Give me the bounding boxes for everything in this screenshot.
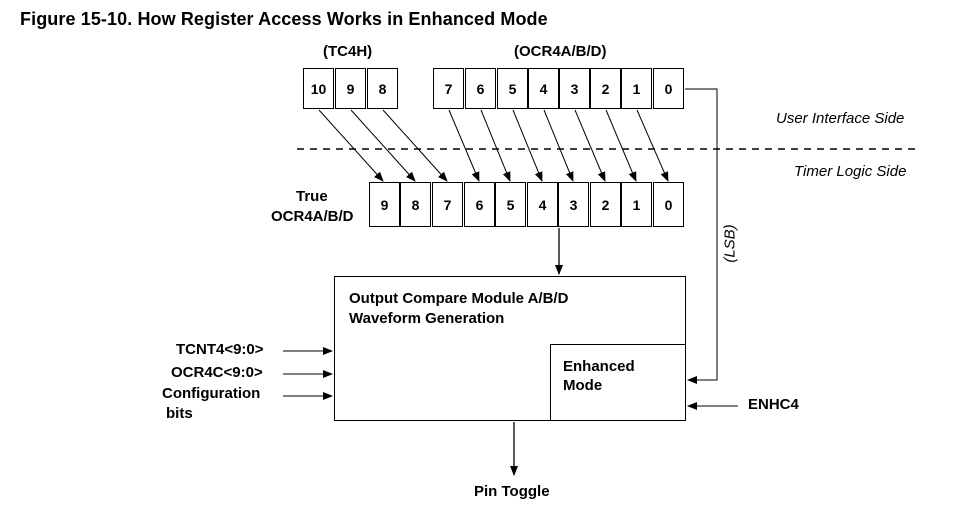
wire-bit10 — [318, 109, 384, 182]
lsb-wire — [685, 88, 718, 384]
ocr4c-input-label: OCR4C<9:0> — [171, 364, 263, 381]
module-title-line1: Output Compare Module A/B/D — [349, 290, 569, 307]
true-bit-3: 3 — [558, 182, 589, 227]
tc4h-bit-9: 9 — [335, 68, 366, 109]
true-bit-0: 0 — [653, 182, 684, 227]
true-reg-label-line1: True — [296, 188, 328, 205]
enhanced-mode-line1: Enhanced — [563, 358, 635, 375]
user-side-label: User Interface Side — [776, 110, 905, 127]
wire-bit6 — [480, 109, 511, 182]
tc4h-label: (TC4H) — [323, 43, 373, 60]
config-input-label-line2: bits — [166, 405, 193, 422]
wire-bit8 — [382, 109, 448, 182]
true-bit-8: 8 — [400, 182, 431, 227]
true-bit-6: 6 — [464, 182, 495, 227]
ocr-bit-4: 4 — [528, 68, 559, 109]
true-bit-1: 1 — [621, 182, 652, 227]
pin-toggle-label: Pin Toggle — [474, 483, 550, 500]
ocr-bit-2: 2 — [590, 68, 621, 109]
true-bit-5: 5 — [495, 182, 526, 227]
config-input-label-line1: Configuration — [162, 385, 261, 402]
tc4h-bit-10: 10 — [303, 68, 334, 109]
module-title-line2: Waveform Generation — [349, 310, 505, 327]
ocr-label: (OCR4A/B/D) — [514, 43, 607, 60]
wire-bit2 — [605, 109, 637, 182]
enhc4-label: ENHC4 — [748, 396, 799, 413]
wire-bit4 — [543, 109, 574, 182]
true-reg-label-line2: OCR4A/B/D — [271, 208, 354, 225]
wire-bit7 — [448, 109, 480, 182]
enhanced-mode-line2: Mode — [563, 377, 603, 394]
tcnt4-input-label: TCNT4<9:0> — [176, 341, 264, 358]
figure-title: Figure 15-10. How Register Access Works … — [20, 9, 548, 29]
true-bit-2: 2 — [590, 182, 621, 227]
timer-side-label: Timer Logic Side — [794, 163, 907, 180]
wire-bit9 — [350, 109, 416, 182]
true-bit-9: 9 — [369, 182, 400, 227]
ocr-bit-0: 0 — [653, 68, 684, 109]
ocr-bit-3: 3 — [559, 68, 590, 109]
ocr-bit-6: 6 — [465, 68, 496, 109]
wire-bit1 — [636, 109, 669, 182]
true-bit-4: 4 — [527, 182, 558, 227]
ocr-bit-7: 7 — [433, 68, 464, 109]
enhanced-mode-box — [550, 344, 686, 421]
ocr-bit-5: 5 — [497, 68, 528, 109]
tc4h-bit-8: 8 — [367, 68, 398, 109]
wire-bit5 — [512, 109, 543, 182]
true-bit-7: 7 — [432, 182, 463, 227]
wire-bit3 — [574, 109, 606, 182]
ocr-bit-1: 1 — [621, 68, 652, 109]
